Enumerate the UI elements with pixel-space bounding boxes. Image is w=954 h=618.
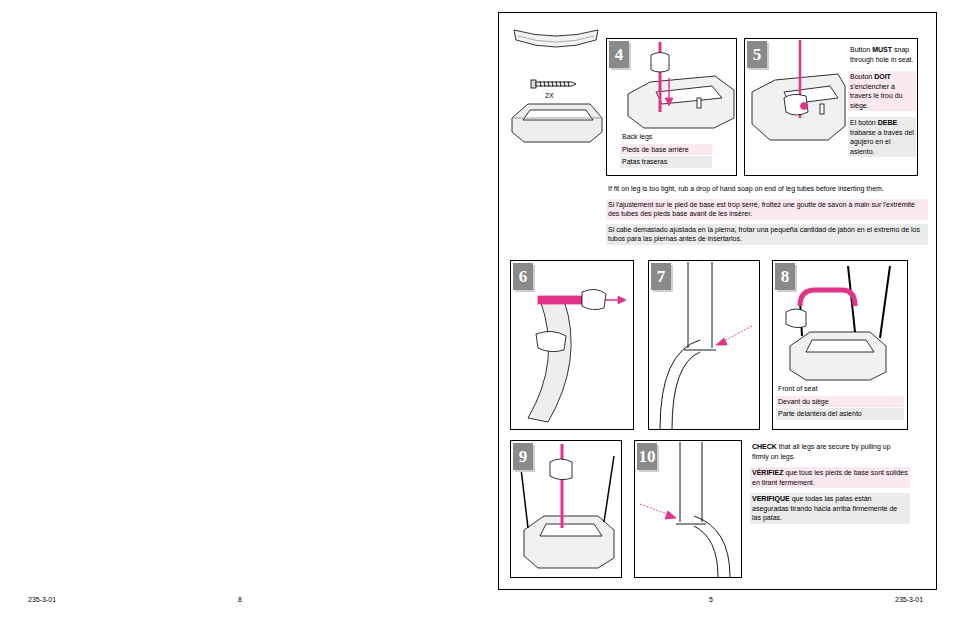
note-text: VERIFIQUE que todas las patas están aseg… xyxy=(750,493,910,524)
note-text: CHECK that all legs are secure by pullin… xyxy=(750,441,910,462)
caption-text: Devant du siège xyxy=(776,396,904,408)
doc-code: 235-3-01 xyxy=(28,595,56,605)
note-text: Si l'ajustement sur le pied de base est … xyxy=(606,199,928,220)
caption-group: Button MUST snap through hole in seat. Bo… xyxy=(848,44,916,163)
caption-text: Back legs xyxy=(620,131,712,143)
note-group: CHECK that all legs are secure by pullin… xyxy=(750,441,910,529)
caption-text: Front of seat xyxy=(776,383,904,395)
step-panel: 8Front of seatDevant du siègeParte delan… xyxy=(772,260,908,430)
step-panel: 9 xyxy=(510,440,622,578)
note-group: If fit on leg is too tight, rub a drop o… xyxy=(606,183,928,249)
caption-text: Button MUST snap through hole in seat. xyxy=(848,44,916,65)
caption-text: Pieds de base arrière xyxy=(620,144,712,156)
step-panel: 7 xyxy=(648,260,760,430)
doc-code: 235-3-01 xyxy=(895,595,923,605)
step-panel: 10 xyxy=(634,440,742,578)
step-panel: 5Button MUST snap through hole in seat.B… xyxy=(744,38,918,176)
caption-group: Back legsPieds de base arrièrePatas tras… xyxy=(620,131,712,169)
caption-text: Parte delantera del asiento xyxy=(776,408,904,420)
step-number: 10 xyxy=(637,443,657,470)
note-text: Si cabe demasiado ajustada en la pierna,… xyxy=(606,224,928,245)
step-number: 9 xyxy=(513,443,533,470)
step-panel: 6 xyxy=(510,260,634,430)
step9-illustration xyxy=(520,444,614,568)
step7-illustration xyxy=(660,262,752,429)
note-text: VÉRIFIEZ que tous les pieds de base sont… xyxy=(750,467,910,488)
caption-group: Front of seatDevant du siègeParte delant… xyxy=(776,383,904,421)
step-number: 6 xyxy=(513,263,533,290)
step4-illustration xyxy=(628,42,734,128)
caption-text: Patas traseras xyxy=(620,156,712,168)
step-number: 4 xyxy=(609,41,629,68)
caption-text: El botón DEBE trabarse a través del aguj… xyxy=(848,117,916,157)
step8-illustration xyxy=(786,266,890,380)
caption-text: Bouton DOIT s'enclencher à travers le tr… xyxy=(848,71,916,111)
step-number: 8 xyxy=(775,263,795,290)
note-text: If fit on leg is too tight, rub a drop o… xyxy=(606,183,928,195)
page-border xyxy=(499,13,937,590)
step-number: 5 xyxy=(747,41,767,68)
page-number: 5 xyxy=(709,595,713,605)
page-number: 8 xyxy=(238,595,242,605)
parts-illustration xyxy=(512,30,602,142)
step-panel: 4Back legsPieds de base arrièrePatas tra… xyxy=(606,38,737,176)
quantity-label: 2X xyxy=(545,91,554,101)
step-number: 7 xyxy=(651,263,671,290)
step6-illustration xyxy=(528,289,626,422)
